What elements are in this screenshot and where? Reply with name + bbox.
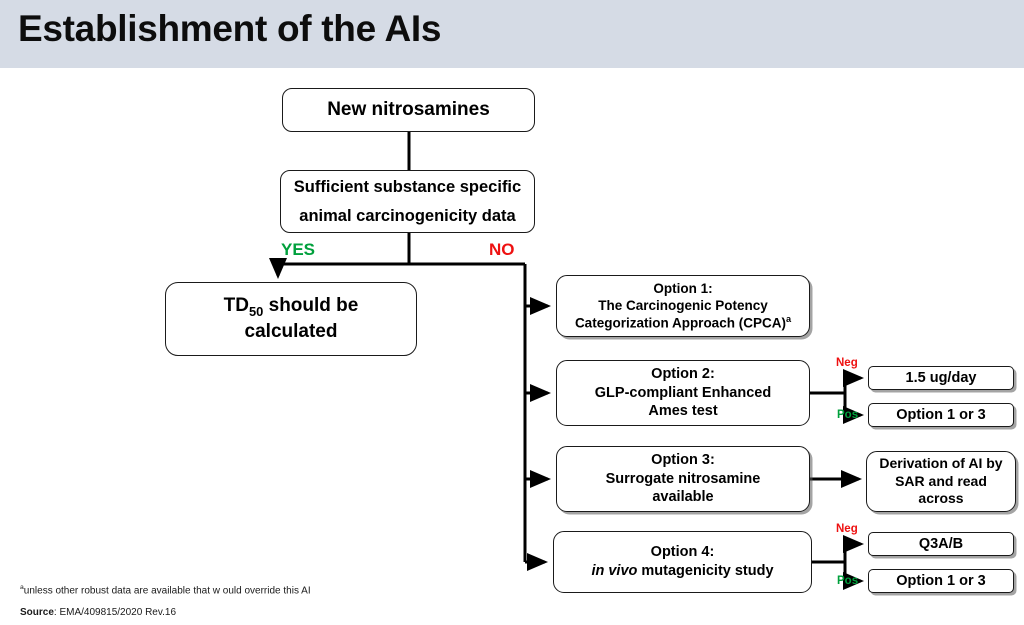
node-option-3-title: Option 3: [651, 452, 715, 469]
node-td50-suffix: should be [263, 294, 359, 316]
node-option-4-title: Option 4: [650, 544, 715, 561]
title-band [0, 0, 1024, 68]
node-option-1-label: Option 1: The Carcinogenic Potency Categ… [569, 280, 797, 332]
footnote-a: aunless other robust data are available … [20, 584, 311, 596]
node-sufficient-line2: animal carcinogenicity data [299, 206, 516, 225]
node-option-3[interactable]: Option 3: Surrogate nitrosamine availabl… [556, 446, 810, 512]
node-td50-calculated[interactable]: TD50 should be calculated [165, 282, 417, 356]
node-option-2[interactable]: Option 2: GLP-compliant Enhanced Ames te… [556, 360, 810, 426]
node-result-q3ab-label: Q3A/B [918, 535, 964, 552]
node-option-1[interactable]: Option 1: The Carcinogenic Potency Categ… [556, 275, 810, 337]
node-option-2-line3: Ames test [648, 403, 718, 420]
node-td50-line2: calculated [244, 321, 338, 342]
branch-label-option2-neg: Neg [836, 357, 858, 369]
node-result-derivation-sar-line2: SAR and read across [895, 472, 987, 507]
flowchart-canvas: New nitrosamines Sufficient substance sp… [0, 68, 1024, 625]
flow-connectors [269, 132, 864, 590]
node-td50-label: TD50 should be calculated [218, 294, 365, 345]
node-result-derivation-sar-line1: Derivation of AI by [879, 454, 1003, 471]
page-title: Establishment of the AIs [18, 8, 442, 49]
node-option-3-label: Option 3: Surrogate nitrosamine availabl… [600, 451, 767, 507]
node-td50-prefix: TD [223, 294, 249, 316]
node-result-15-ug-day-label: 1.5 ug/day [905, 369, 977, 386]
node-result-option-1-or-3-invivo[interactable]: Option 1 or 3 [868, 569, 1014, 593]
node-option-1-title: Option 1: [653, 280, 713, 296]
node-option-4-label: Option 4: in vivo mutagenicity study [585, 543, 779, 580]
branch-label-option4-pos: Pos [837, 575, 859, 587]
branch-label-no: NO [489, 240, 515, 259]
node-result-option-1-or-3-ames[interactable]: Option 1 or 3 [868, 403, 1014, 427]
branch-label-yes: YES [281, 240, 316, 259]
node-option-3-line3: available [652, 489, 714, 506]
node-td50-subscript: 50 [248, 303, 264, 319]
node-result-derivation-sar[interactable]: Derivation of AI by SAR and read across [866, 451, 1016, 512]
node-option-2-line2: GLP-compliant Enhanced [594, 384, 772, 401]
node-option-2-title: Option 2: [651, 366, 715, 383]
footnote-source-label: Source [20, 607, 54, 618]
node-sufficient-data-label: Sufficient substance specific animal car… [288, 173, 527, 231]
node-sufficient-line1: Sufficient substance specific [293, 177, 522, 196]
node-result-derivation-sar-label: Derivation of AI by SAR and read across [867, 455, 1015, 509]
node-option-3-line2: Surrogate nitrosamine [605, 470, 761, 487]
node-new-nitrosamines[interactable]: New nitrosamines [282, 88, 535, 132]
branch-label-option4-neg: Neg [836, 523, 858, 535]
node-result-option-1-or-3-invivo-label: Option 1 or 3 [896, 572, 986, 589]
node-option-1-superscript: a [785, 314, 792, 325]
node-result-15-ug-day[interactable]: 1.5 ug/day [868, 366, 1014, 390]
node-sufficient-data[interactable]: Sufficient substance specific animal car… [280, 170, 535, 233]
node-option-1-line2: The Carcinogenic Potency [598, 298, 768, 314]
footnote-a-marker: a [20, 584, 24, 591]
node-option-4-italic: in vivo [591, 563, 638, 579]
node-option-4-line2-rest: mutagenicity study [637, 563, 774, 579]
footnote-source-value: : EMA/409815/2020 Rev.16 [53, 607, 177, 618]
footnote-source: Source: EMA/409815/2020 Rev.16 [20, 607, 176, 618]
node-result-q3ab[interactable]: Q3A/B [868, 532, 1014, 556]
node-option-1-line3: Categorization Approach (CPCA) [574, 315, 786, 331]
footnote-a-text: unless other robust data are available t… [23, 585, 311, 597]
node-option-2-label: Option 2: GLP-compliant Enhanced Ames te… [589, 365, 777, 421]
node-result-option-1-or-3-ames-label: Option 1 or 3 [896, 406, 986, 423]
node-option-4[interactable]: Option 4: in vivo mutagenicity study [553, 531, 812, 593]
node-new-nitrosamines-label: New nitrosamines [327, 98, 490, 120]
branch-label-option2-pos: Pos [837, 409, 859, 421]
